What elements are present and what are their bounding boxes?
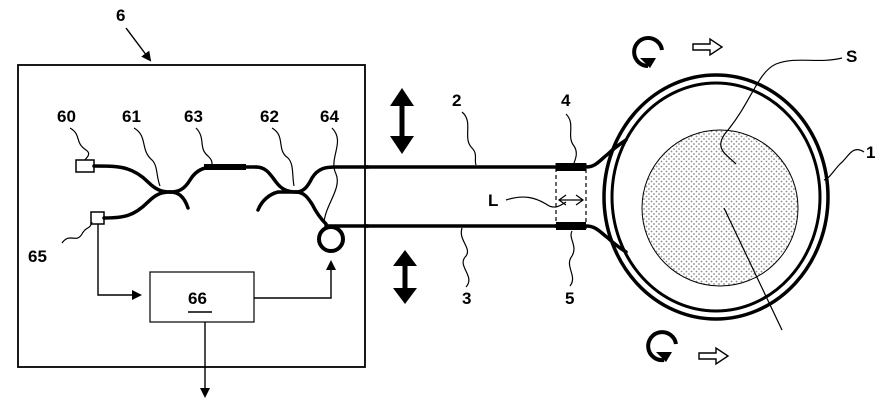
axis-line	[723, 207, 783, 331]
fiber-coil-outer	[602, 73, 830, 321]
leader-modulator	[323, 127, 339, 223]
leader-coil	[823, 149, 865, 181]
double-arrow-icon-lower	[393, 250, 417, 304]
system-box	[17, 64, 366, 368]
label-area: S	[846, 47, 857, 66]
leader-mirror-upper	[565, 113, 577, 164]
label-modulator: 64	[320, 107, 339, 126]
leader-source	[69, 127, 90, 161]
leader-fiber-upper	[461, 111, 477, 166]
coupler-62-in-lower	[256, 190, 298, 212]
label-system: 6	[116, 6, 125, 25]
translation-arrow-icon-lower	[698, 346, 730, 366]
leader-coupler-2	[271, 127, 295, 187]
label-processor: 66	[188, 289, 207, 308]
processor-block	[149, 271, 255, 323]
fiber-coil-inner	[610, 81, 822, 313]
fiber-detector-to-coupler	[102, 190, 172, 220]
leader-system	[125, 27, 152, 62]
rotation-icon-lower	[646, 330, 678, 363]
detector-block	[90, 211, 105, 225]
leader-mirror-lower	[568, 230, 575, 287]
label-mirror-lower: 5	[565, 289, 574, 308]
label-coupler-1: 61	[122, 107, 141, 126]
signal-processor-to-modulator	[254, 260, 336, 299]
fiber-to-coil-lower	[584, 224, 628, 254]
rotation-icon-upper	[632, 36, 664, 68]
leader-detector	[61, 221, 93, 244]
mirror-lower	[556, 222, 586, 230]
label-coupler-2: 62	[260, 107, 279, 126]
length-arrow-right-head	[575, 194, 585, 206]
label-fiber-upper: 2	[452, 91, 461, 110]
signal-detector-to-processor	[97, 224, 142, 300]
label-length: L	[488, 191, 498, 210]
leader-area	[720, 57, 843, 165]
label-coil: 1	[866, 143, 875, 162]
coupler-61-lower-out	[168, 190, 190, 210]
leader-coupler-1	[133, 127, 161, 187]
coupler-62-out-lower	[294, 190, 328, 226]
sensing-area	[641, 129, 799, 287]
label-detector: 65	[28, 247, 47, 266]
modulator-coil	[317, 225, 345, 253]
coupler-62-in-upper	[254, 165, 298, 194]
mirror-upper	[556, 163, 586, 171]
label-source: 60	[57, 107, 76, 126]
label-segment: 63	[184, 107, 203, 126]
translation-arrow-icon-upper	[692, 37, 724, 57]
source-block	[75, 159, 95, 173]
coupler-61-upper-out	[168, 165, 216, 194]
leader-length	[505, 196, 567, 208]
fiber-to-coil-upper	[584, 138, 628, 169]
double-arrow-icon-upper	[390, 88, 414, 154]
length-region	[555, 163, 587, 230]
leader-segment	[195, 127, 213, 165]
coupler-62-out-upper	[294, 165, 370, 194]
label-fiber-lower: 3	[462, 289, 471, 308]
leader-fiber-lower	[460, 227, 470, 288]
label-mirror-upper: 4	[561, 91, 571, 110]
